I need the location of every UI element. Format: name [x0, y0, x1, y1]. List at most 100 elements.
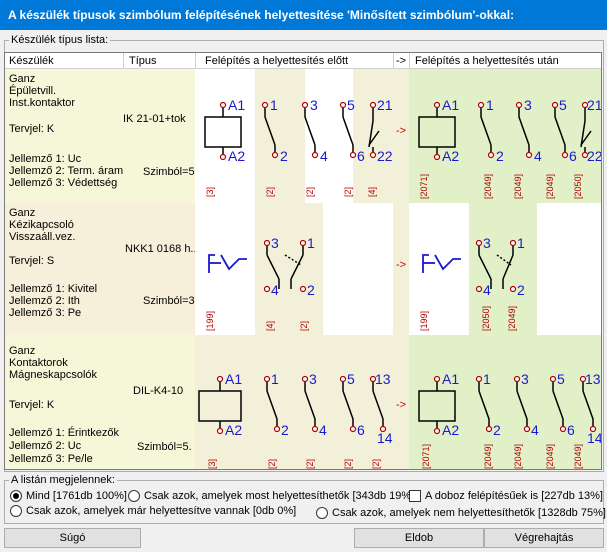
attribute-1: Jellemző 1: Kivitel	[9, 283, 98, 295]
device-type-list[interactable]: Készülék Típus Felépítés a helyettesítés…	[4, 52, 602, 470]
list-item[interactable]: Ganz Kézikapcsoló Visszaáll.vez. Tervjel…	[5, 203, 601, 335]
svg-text:[2]: [2]	[305, 459, 315, 469]
svg-text:1: 1	[307, 235, 315, 251]
device-type: IK 21-01+tok	[123, 113, 186, 125]
attribute-2: Jellemző 2: Term. áram	[9, 165, 124, 177]
radio-all[interactable]: Mind [1761db 100%]	[10, 490, 127, 502]
radio-already-replaced-indicator[interactable]	[10, 505, 22, 517]
svg-text:A2: A2	[228, 148, 245, 164]
svg-text:14: 14	[587, 430, 602, 446]
col-before-header[interactable]: Felépítés a helyettesítés előtt	[205, 55, 349, 67]
help-button[interactable]: Súgó	[4, 528, 141, 548]
arrow-indicator: ->	[396, 399, 407, 411]
symbol-count: Szimból=3.	[143, 295, 198, 307]
svg-text:3: 3	[483, 235, 491, 251]
symbol-count: Szimból=5.	[137, 441, 192, 453]
svg-text:[2049]: [2049]	[545, 444, 555, 469]
list-item[interactable]: Ganz Kontaktorok Mágneskapcsolók Tervjel…	[5, 335, 602, 469]
svg-text:[2]: [2]	[343, 187, 353, 197]
svg-text:A2: A2	[225, 422, 242, 438]
svg-text:[2]: [2]	[305, 187, 315, 197]
attribute-3: Jellemző 3: Pe	[9, 307, 82, 319]
col-after-header[interactable]: Felépítés a helyettesítés után	[415, 55, 559, 67]
group2: Inst.kontaktor	[9, 97, 76, 109]
arrow-indicator: ->	[396, 259, 407, 271]
svg-text:[2049]: [2049]	[545, 174, 555, 199]
before-symbol-drawing: 3 1 4 2 [199] [4] [2]	[195, 203, 393, 335]
radio-not-replaceable[interactable]: Csak azok, amelyek nem helyettesíthetők …	[316, 507, 606, 519]
svg-text:5: 5	[347, 371, 355, 387]
window-title: A készülék típusok szimbólum felépítésén…	[0, 0, 607, 30]
before-symbols: 3 1 4 2 [199] [4] [2]	[195, 203, 393, 335]
symbol-count: Szimból=5.	[143, 166, 198, 178]
svg-text:3: 3	[271, 235, 279, 251]
svg-text:[2071]: [2071]	[419, 174, 429, 199]
svg-text:14: 14	[377, 430, 393, 446]
svg-text:[2049]: [2049]	[507, 306, 517, 331]
list-header: Készülék Típus Felépítés a helyettesítés…	[5, 53, 601, 69]
execute-button[interactable]: Végrehajtás	[484, 528, 604, 548]
designator: Tervjel: K	[9, 399, 55, 411]
svg-text:[4]: [4]	[367, 187, 377, 197]
svg-text:A1: A1	[225, 371, 242, 387]
group2: Mágneskapcsolók	[9, 369, 98, 381]
svg-text:21: 21	[587, 97, 602, 113]
radio-all-indicator[interactable]	[10, 490, 22, 502]
svg-text:3: 3	[521, 371, 529, 387]
svg-text:22: 22	[587, 148, 602, 164]
svg-text:2: 2	[496, 148, 504, 164]
svg-text:[2]: [2]	[299, 321, 309, 331]
designator: Tervjel: K	[9, 123, 55, 135]
arrow-indicator: ->	[396, 125, 407, 137]
radio-replaceable-now[interactable]: Csak azok, amelyek most helyettesíthetők…	[128, 490, 414, 502]
svg-text:[199]: [199]	[419, 311, 429, 331]
svg-text:[2049]: [2049]	[573, 444, 583, 469]
svg-text:A2: A2	[442, 148, 459, 164]
svg-text:4: 4	[531, 422, 539, 438]
svg-text:2: 2	[281, 422, 289, 438]
svg-text:1: 1	[486, 97, 494, 113]
attribute-1: Jellemző 1: Uc	[9, 153, 82, 165]
svg-text:4: 4	[483, 282, 491, 298]
svg-text:[4]: [4]	[265, 321, 275, 331]
after-symbol-drawing: A1 A2 1 2 3 4 5 6 13 14 [2071] [2049] [2…	[409, 335, 602, 469]
svg-text:[2]: [2]	[267, 459, 277, 469]
list-item[interactable]: Ganz Épületvill. Inst.kontaktor Tervjel:…	[5, 69, 602, 203]
svg-text:13: 13	[375, 371, 391, 387]
group1: Kontaktorok	[9, 357, 68, 369]
radio-not-replaceable-indicator[interactable]	[316, 507, 328, 519]
svg-text:6: 6	[569, 148, 577, 164]
device-type: NKK1 0168 h...	[125, 243, 200, 255]
col-arrow-header[interactable]: ->	[396, 55, 407, 67]
radio-replaceable-now-indicator[interactable]	[128, 490, 140, 502]
after-symbols: A1 A2 1 2 3 4 5 6 13 14 [2071] [2049] [2…	[409, 335, 602, 469]
svg-text:[199]: [199]	[205, 311, 215, 331]
group1: Kézikapcsoló	[9, 219, 74, 231]
svg-text:[2]: [2]	[371, 459, 381, 469]
svg-text:[2050]: [2050]	[573, 174, 583, 199]
svg-text:A1: A1	[442, 97, 459, 113]
discard-button[interactable]: Eldob	[354, 528, 484, 548]
checkbox-box-structure[interactable]: A doboz felépítésűek is [227db 13%]	[409, 490, 603, 502]
svg-text:[2]: [2]	[343, 459, 353, 469]
svg-text:3: 3	[310, 97, 318, 113]
before-symbol-drawing: A1 A2 1 2 3 4 5 6 13 14 [3] [2] [2] [2] …	[195, 335, 393, 469]
svg-text:1: 1	[271, 371, 279, 387]
svg-text:2: 2	[517, 282, 525, 298]
svg-text:5: 5	[559, 97, 567, 113]
svg-text:6: 6	[357, 148, 365, 164]
svg-text:4: 4	[534, 148, 542, 164]
svg-text:[2050]: [2050]	[481, 306, 491, 331]
svg-text:5: 5	[557, 371, 565, 387]
col-device-header[interactable]: Készülék	[9, 55, 54, 67]
before-symbols: A1 A2 1 2 3 4 5 6 21 22 [3] [2] [2] [2] …	[195, 69, 393, 203]
col-type-header[interactable]: Típus	[129, 55, 157, 67]
svg-text:13: 13	[585, 371, 601, 387]
checkbox-box-structure-indicator[interactable]	[409, 490, 421, 502]
svg-text:1: 1	[483, 371, 491, 387]
attribute-3: Jellemző 3: Védettség	[9, 177, 118, 189]
svg-text:21: 21	[377, 97, 393, 113]
svg-text:4: 4	[320, 148, 328, 164]
radio-already-replaced[interactable]: Csak azok, amelyek már helyettesítve van…	[10, 505, 296, 517]
svg-text:[2049]: [2049]	[483, 174, 493, 199]
